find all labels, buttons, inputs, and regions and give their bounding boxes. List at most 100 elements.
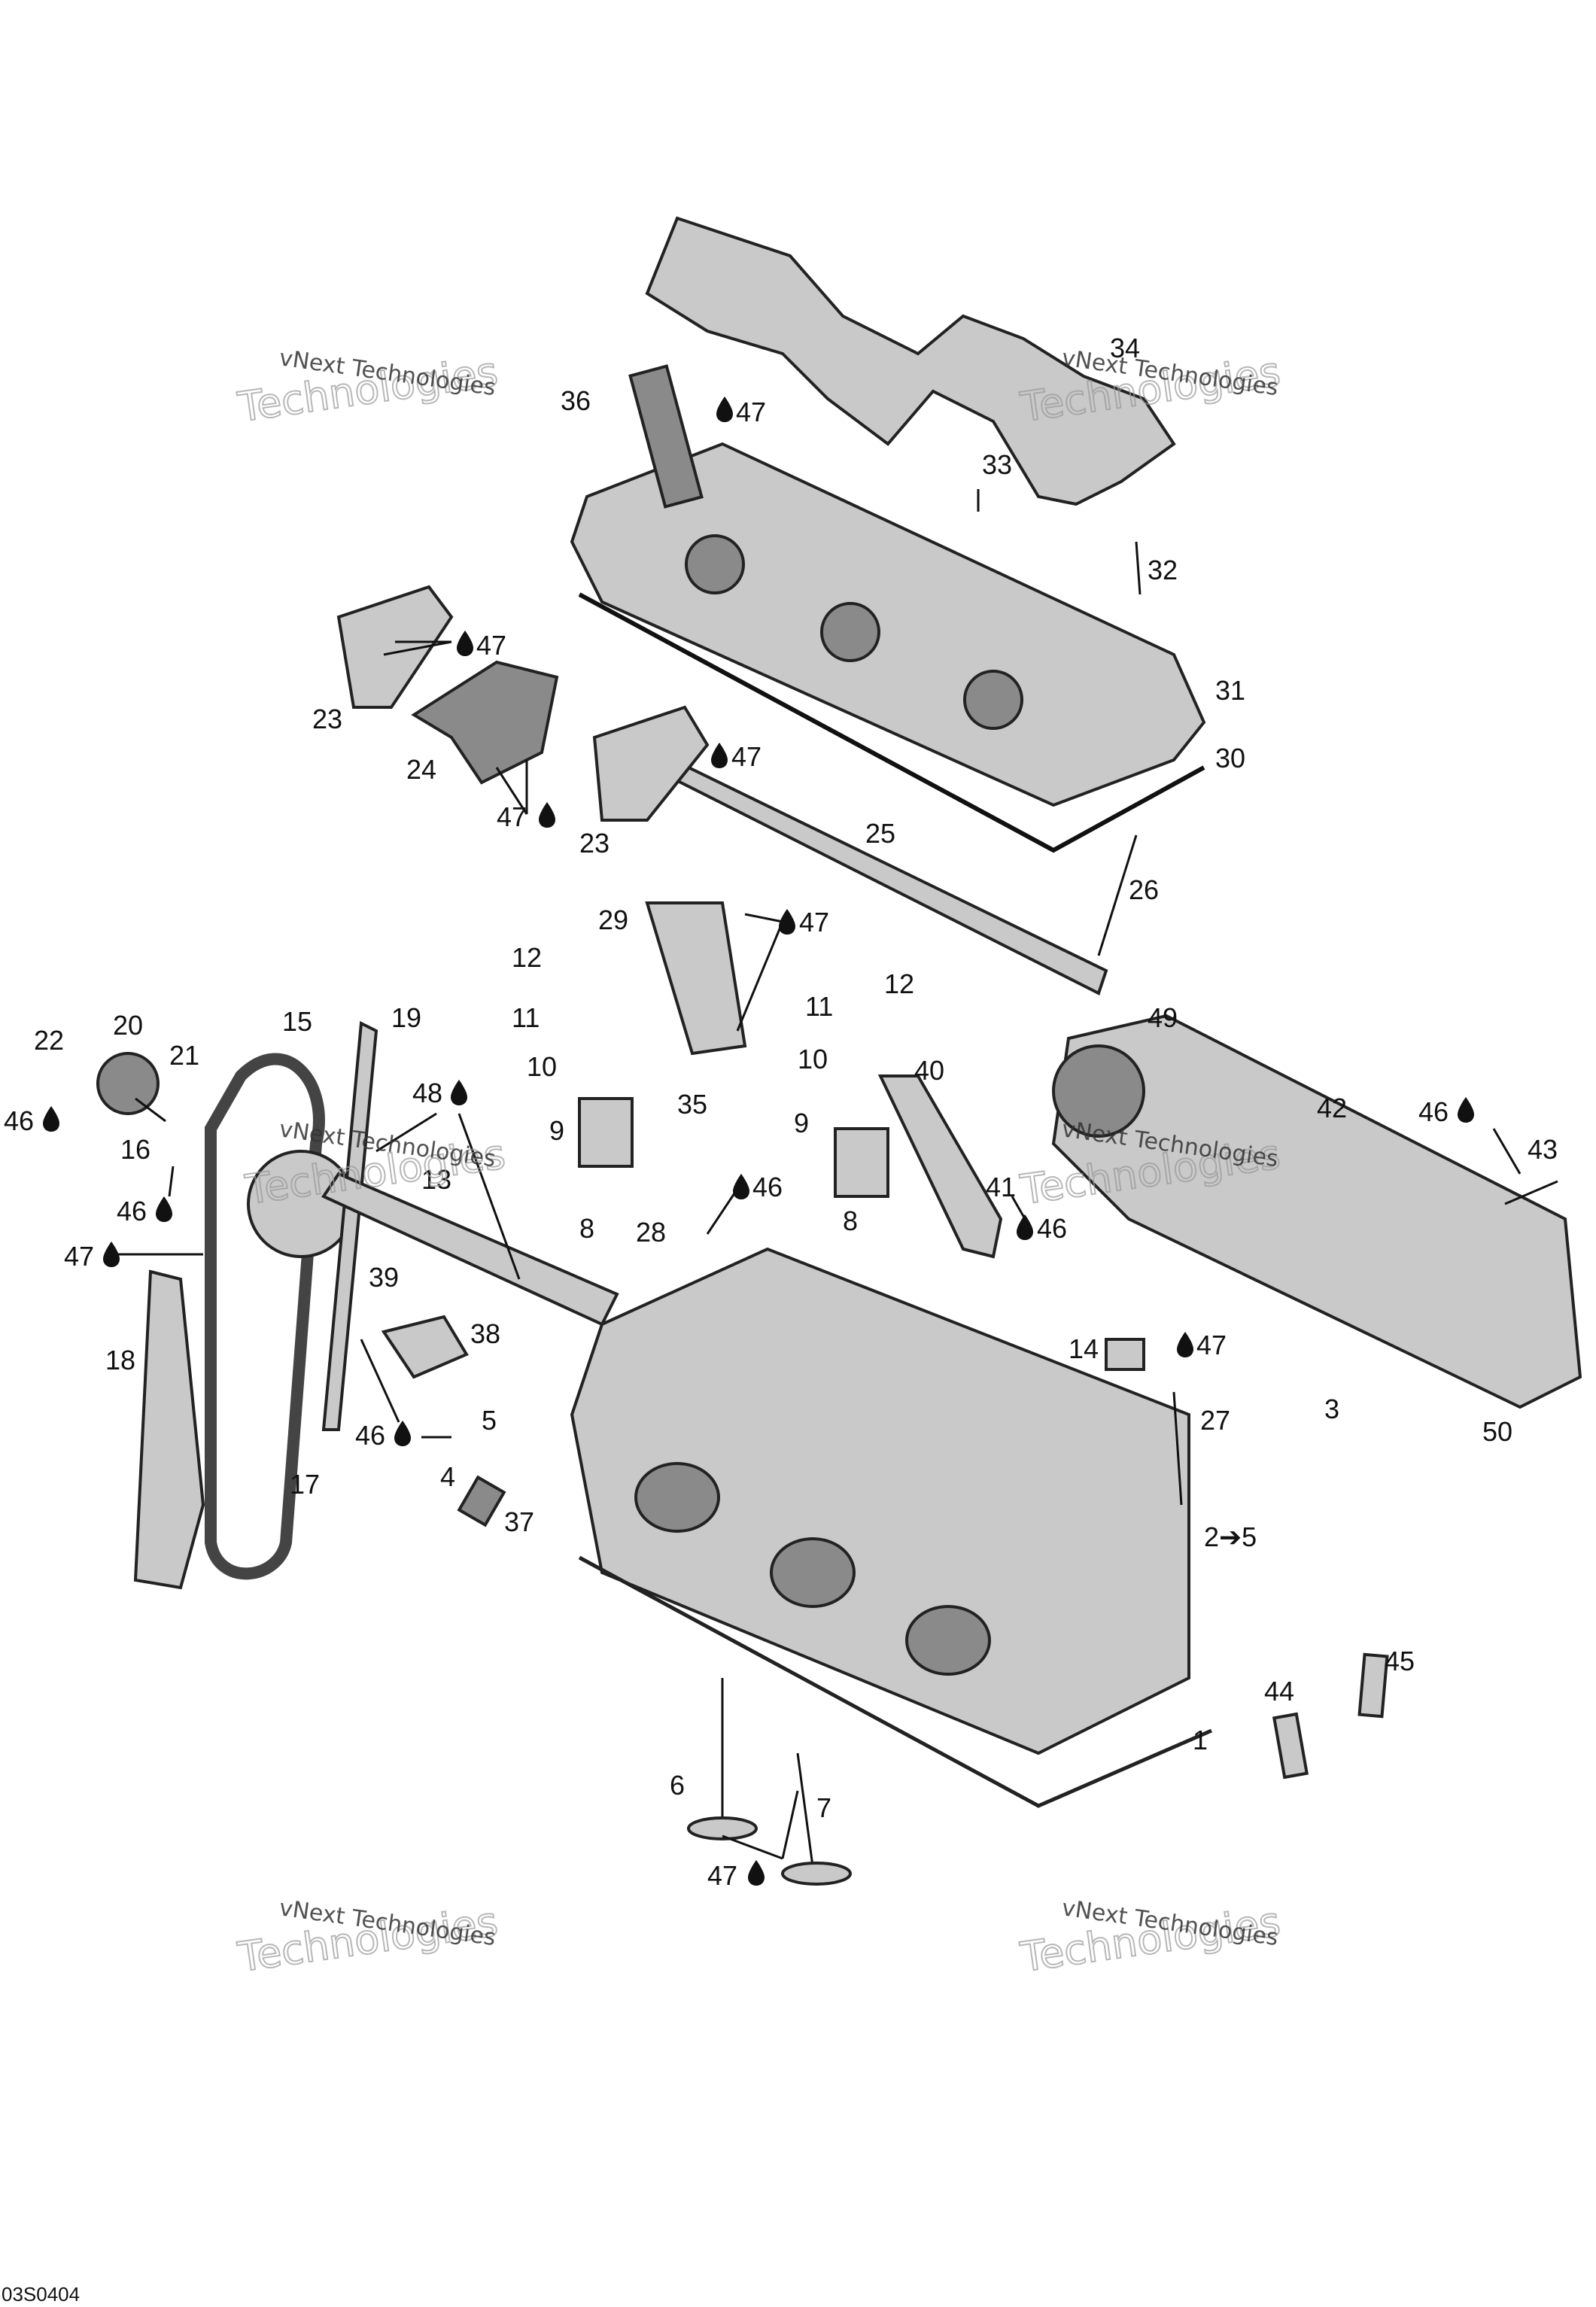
chain-guide-part (321, 1020, 378, 1431)
callout-13: 13 (421, 1164, 451, 1195)
callout-2-to-5: 2➔5 (1204, 1521, 1257, 1552)
callout-36: 36 (561, 385, 591, 416)
callout-8a: 8 (579, 1213, 594, 1244)
callout-21: 21 (169, 1040, 199, 1071)
callout-7: 7 (816, 1792, 831, 1823)
callout-12b: 12 (884, 968, 914, 999)
ignition-coil-part (628, 364, 704, 509)
callout-5: 5 (482, 1405, 497, 1436)
threadlock-46-d: 46 (752, 1172, 783, 1202)
exhaust-valve-part (796, 1752, 814, 1867)
lubricant-drop-icon (457, 631, 473, 656)
throttle-body-part (1052, 1044, 1145, 1138)
callout-12a: 12 (512, 942, 542, 973)
callout-45: 45 (1385, 1646, 1415, 1676)
lubricant-callouts: 47 47 47 47 47 47 47 47 46 46 46 46 (4, 397, 1474, 1891)
lubricant-47-g: 47 (1196, 1330, 1227, 1360)
dowel-part (1272, 1712, 1309, 1780)
cylinder-head-part (570, 1247, 1190, 1755)
callout-35: 35 (677, 1089, 707, 1120)
leader-line (375, 1112, 521, 1280)
callout-15: 15 (282, 1006, 312, 1037)
watermark-top-left: Technologies vNext Technologies (234, 345, 501, 432)
callout-9b: 9 (794, 1108, 809, 1138)
callout-23b: 23 (579, 828, 610, 859)
callout-41: 41 (986, 1172, 1016, 1202)
intake-valve-head (687, 1816, 758, 1840)
callout-30: 30 (1215, 743, 1245, 774)
lubricant-47-h: 47 (707, 1860, 737, 1891)
lubricant-48: 48 (412, 1078, 442, 1108)
leader-line (135, 1097, 166, 1123)
leader-line (706, 1188, 739, 1235)
callout-34: 34 (1110, 333, 1140, 363)
callout-50: 50 (1482, 1416, 1512, 1447)
callout-22: 22 (34, 1025, 64, 1056)
head-port (634, 1462, 720, 1533)
cover-hole (820, 602, 880, 662)
callout-31: 31 (1215, 675, 1245, 706)
exhaust-valve-head (781, 1862, 852, 1886)
callout-14: 14 (1069, 1333, 1099, 1364)
callout-27: 27 (1200, 1405, 1230, 1436)
tensioner-part (96, 1052, 160, 1115)
bolt-part (1097, 834, 1138, 956)
callout-11b: 11 (805, 991, 833, 1022)
head-port (905, 1605, 991, 1676)
heat-shield-part (645, 216, 1176, 506)
threadlock-drop-icon (733, 1174, 749, 1199)
callout-44: 44 (1264, 1676, 1294, 1707)
callout-20: 20 (113, 1010, 143, 1041)
lubricant-47-c: 47 (497, 801, 527, 832)
threadlock-46-c: 46 (355, 1420, 385, 1451)
callout-29: 29 (598, 904, 628, 935)
callout-28: 28 (636, 1217, 666, 1248)
callout-19: 19 (391, 1002, 421, 1033)
dowel-part (1357, 1652, 1389, 1719)
callout-18: 18 (105, 1345, 135, 1375)
leader-line (722, 1790, 799, 1860)
cover-gasket-part (578, 592, 1205, 853)
timing-chain-part (205, 1053, 325, 1580)
callout-39: 39 (369, 1262, 399, 1293)
callout-16: 16 (120, 1134, 150, 1165)
lubricant-drop-icon (711, 743, 728, 768)
callout-labels: 1 2➔5 3 4 5 6 7 8 8 9 9 10 10 11 11 12 1… (34, 333, 1558, 1823)
callout-25: 25 (865, 818, 895, 849)
callout-32: 32 (1148, 555, 1178, 585)
callout-26: 26 (1129, 874, 1159, 905)
bolt-part (1135, 541, 1142, 595)
callout-49: 49 (1148, 1002, 1178, 1033)
callout-10b: 10 (798, 1044, 828, 1074)
head-bolt-part (1172, 1391, 1183, 1506)
threadlock-46-a: 46 (4, 1105, 34, 1136)
leader-line (495, 760, 528, 815)
callout-1: 1 (1193, 1725, 1208, 1755)
callout-10a: 10 (527, 1051, 557, 1082)
threadlock-drop-icon (1017, 1214, 1033, 1240)
threadlock-drop-icon (394, 1421, 411, 1446)
actuator-part (381, 1315, 469, 1379)
cover-hole (963, 670, 1023, 730)
valve-spring-part (834, 1127, 889, 1198)
lubricant-47-e: 47 (799, 907, 829, 938)
threadlock-drop-icon (1458, 1097, 1474, 1123)
tube-part (670, 765, 1108, 995)
leader-line (383, 640, 452, 656)
callout-23a: 23 (312, 704, 342, 734)
callout-38: 38 (470, 1318, 500, 1349)
lubricant-drop-icon (748, 1860, 765, 1886)
threadlock-46-b: 46 (117, 1196, 147, 1226)
camshaft-part (321, 1172, 619, 1327)
rocker-arm-part (411, 660, 559, 785)
threadlock-46-e: 46 (1037, 1213, 1067, 1244)
watermark-bottom-right: Technologies vNext Technologies (1017, 1895, 1284, 1982)
leader-line (736, 913, 784, 1032)
clip-part (1105, 1338, 1145, 1371)
lubricant-drop-icon (539, 802, 555, 828)
intake-tube-part (645, 901, 747, 1056)
leader-line (360, 1339, 451, 1439)
threadlock-drop-icon (43, 1106, 59, 1132)
callout-43: 43 (1528, 1134, 1558, 1165)
